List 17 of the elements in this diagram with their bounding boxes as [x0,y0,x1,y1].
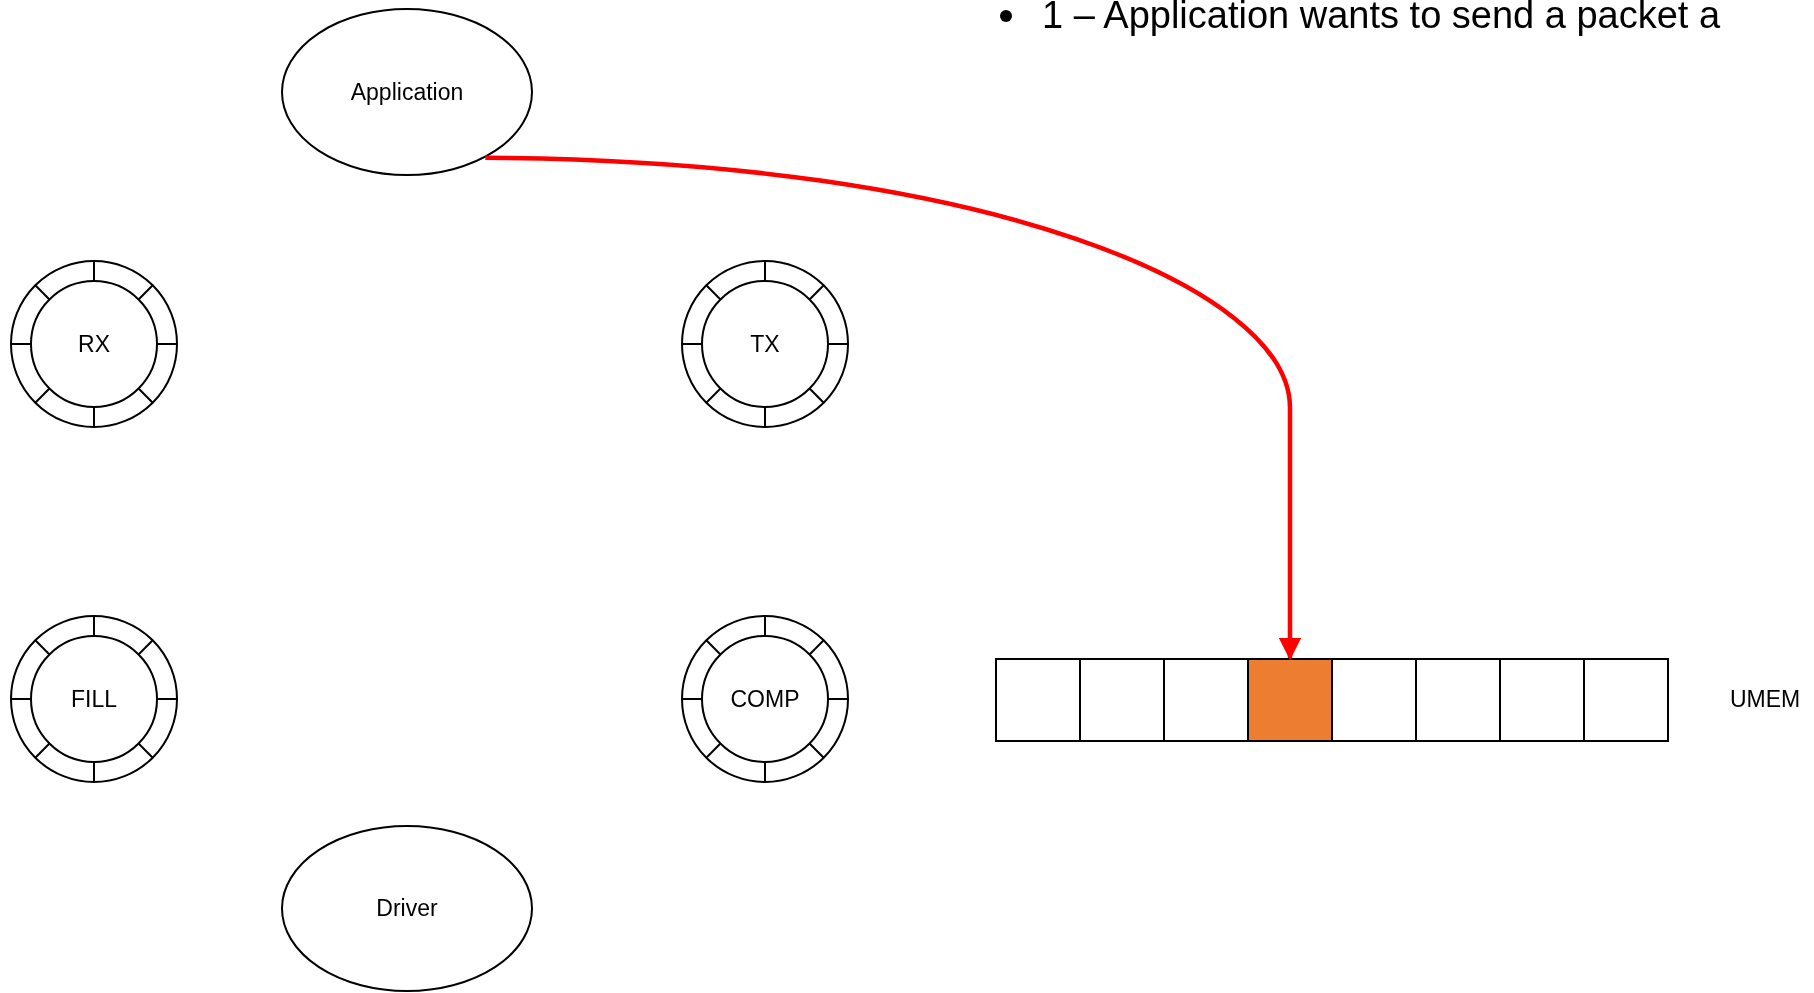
memory-cell [1079,658,1165,742]
node-label: COMP [730,685,800,713]
memory-cell [1499,658,1585,742]
node-label: TX [750,330,780,358]
node-label: FILL [71,685,117,713]
memory-cell [1583,658,1669,742]
node-label: Application [350,78,464,106]
bullet-text: 1 – Application wants to send a packet a [1042,0,1721,37]
memory-cell [1415,658,1501,742]
memory-cell [1163,658,1249,742]
arrow [485,155,1302,661]
node-label: Driver [376,895,438,922]
memory-cell [995,658,1081,742]
memory-label: UMEM [1730,686,1801,713]
memory-cell [1331,658,1417,742]
highlighted-memory-cell [1247,658,1333,742]
node-label: RX [78,330,110,358]
